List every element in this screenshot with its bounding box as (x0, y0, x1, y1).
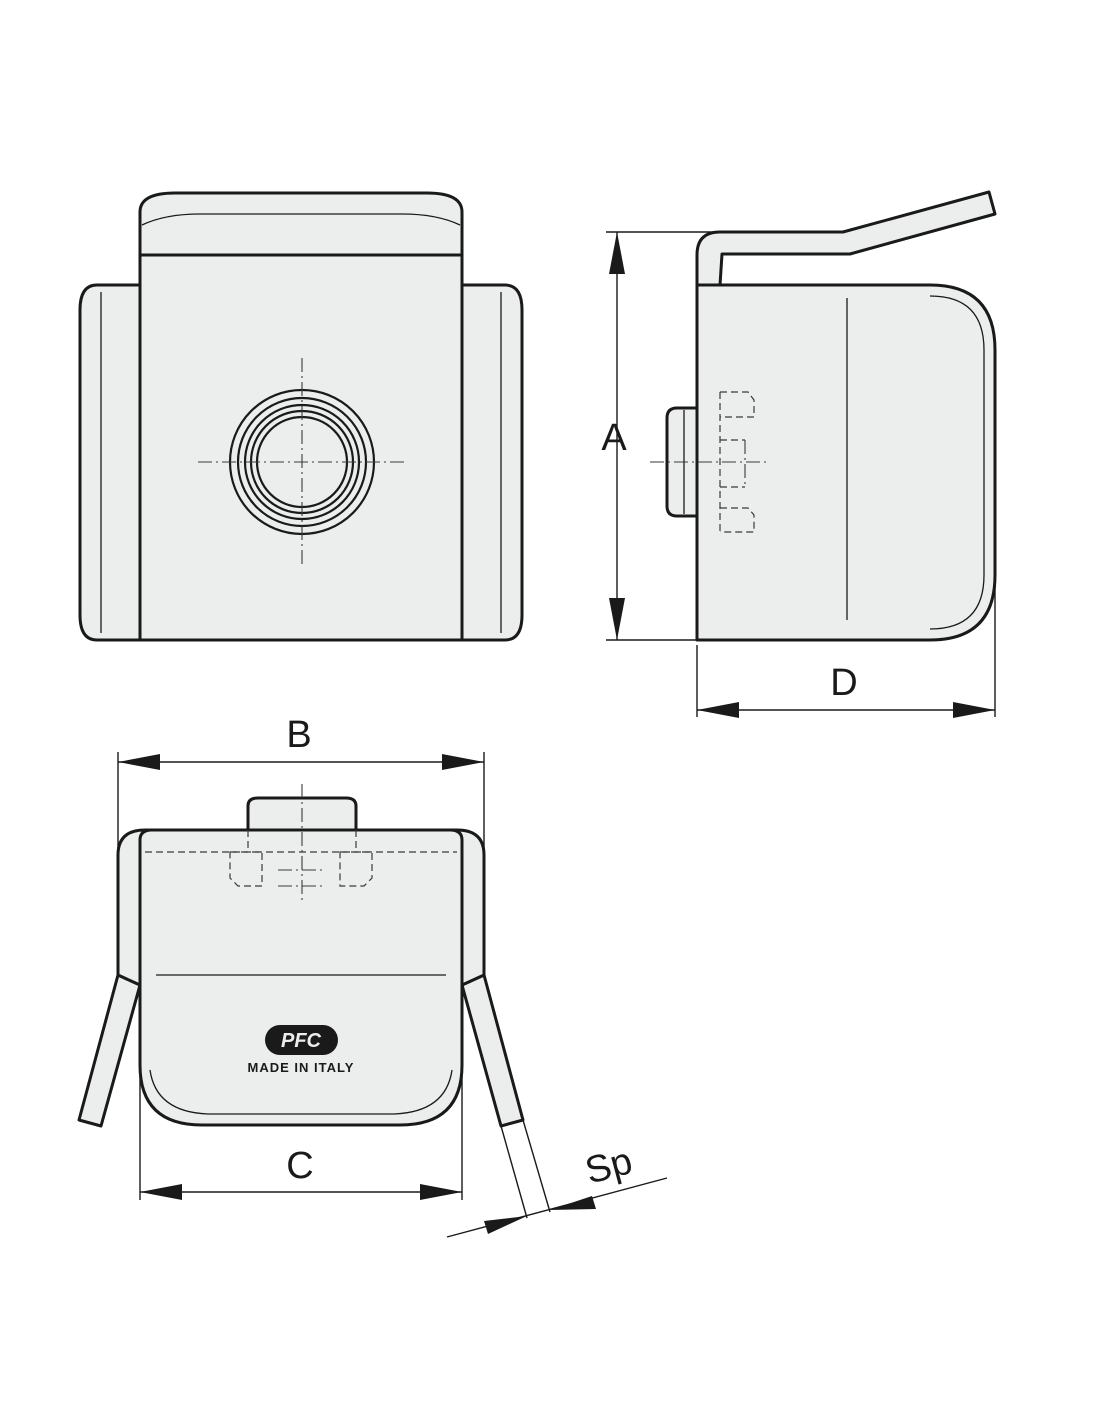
front-view (78, 191, 524, 642)
dimension-b: B (117, 714, 485, 975)
dimension-c-label: C (286, 1145, 313, 1187)
dimension-b-label: B (286, 714, 311, 756)
front-right-flap (460, 283, 524, 642)
brand-logo: PFC (265, 1025, 338, 1055)
dimension-sp: Sp (446, 1119, 668, 1238)
dimension-sp-label: Sp (581, 1140, 637, 1193)
front-main-plate (138, 253, 464, 642)
dimension-c: C (139, 1065, 463, 1200)
bottom-right-leg (460, 973, 525, 1128)
dimension-d-label: D (830, 662, 857, 704)
dimension-a: A (601, 231, 720, 641)
side-spring-tab (695, 190, 997, 287)
dimension-a-label: A (601, 417, 627, 459)
dimension-d: D (696, 575, 996, 718)
made-in-italy-text: MADE IN ITALY (248, 1060, 355, 1075)
bottom-left-leg (77, 973, 142, 1128)
bottom-view: PFC MADE IN ITALY (77, 784, 525, 1128)
front-left-flap (78, 283, 142, 642)
front-top-tab (138, 191, 464, 257)
bottom-main-body (138, 828, 464, 1127)
side-view (650, 190, 997, 642)
logo-mark: PFC (281, 1030, 322, 1052)
